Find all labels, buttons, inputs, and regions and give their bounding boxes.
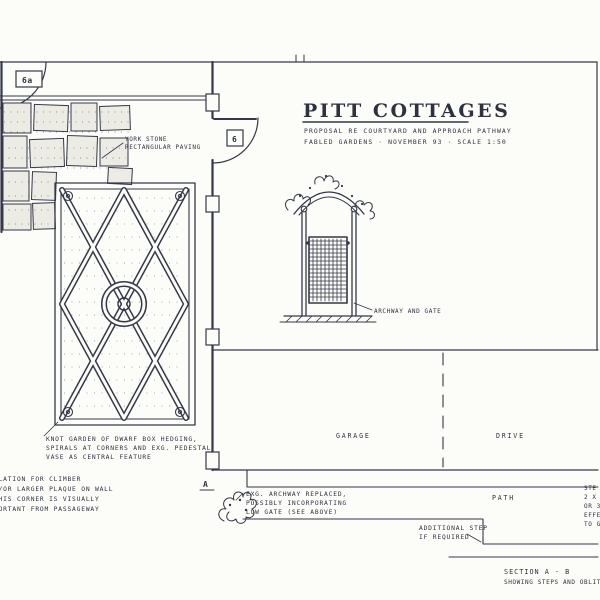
section-title-line2: SHOWING STEPS AND OBLITE	[504, 579, 600, 586]
section-marker-a: A	[203, 480, 208, 489]
sheet-subtitle-1: PROPOSAL RE COURTYARD AND APPROACH PATHW…	[304, 127, 512, 135]
knot-note-line1: KNOT GARDEN OF DWARF BOX HEDGING,	[46, 436, 198, 443]
climber-note-line4: PORTANT FROM PASSAGEWAY	[0, 506, 100, 513]
title-block: PITT COTTAGES PROPOSAL RE COURTYARD AND …	[302, 100, 512, 146]
door-6a-label: 6a	[22, 76, 33, 85]
knot-note-line2: SPIRALS AT CORNERS AND EXG. PEDESTAL	[46, 445, 211, 452]
york-stone-label: YORK STONE RECTANGULAR PAVING	[101, 136, 201, 159]
door-arc-6a: 6a	[0, 61, 47, 109]
step-note-line2: IF REQUIRED	[419, 534, 470, 541]
right-margin-notes: STE 2 X OR 3 EFFE TO G	[584, 485, 600, 528]
climber-note-line3: THIS CORNER IS VISUALLY	[0, 496, 100, 503]
additional-step-note: ADDITIONAL STEP IF REQUIRED	[419, 525, 488, 541]
section-cut-marker: A	[199, 480, 215, 491]
right-note-3: OR 3	[584, 503, 600, 510]
knot-garden-note: KNOT GARDEN OF DWARF BOX HEDGING, SPIRAL…	[43, 421, 211, 461]
archway-note-line1: EXG. ARCHWAY REPLACED,	[246, 491, 347, 498]
wall-pier	[205, 451, 220, 470]
archway-gate-label: ARCHWAY AND GATE	[374, 308, 441, 315]
sheet-subtitle-2: FABLED GARDENS · NOVEMBER 93 · SCALE 1:5…	[304, 138, 507, 146]
archway-note-line2: POSSIBLY INCORPORATING	[246, 500, 347, 507]
step-note-line1: ADDITIONAL STEP	[419, 525, 488, 532]
archway-note: EXG. ARCHWAY REPLACED, POSSIBLY INCORPOR…	[235, 491, 347, 516]
pedestal-vase	[117, 297, 131, 311]
arch-posts	[301, 211, 357, 317]
label-garage: GARAGE	[336, 432, 371, 440]
knot-garden-plan	[54, 182, 196, 426]
york-stone-label-line1: YORK STONE	[125, 136, 167, 143]
gate-hinge	[306, 241, 310, 245]
door-6-label: 6	[232, 135, 237, 144]
york-stone-label-line2: RECTANGULAR PAVING	[125, 144, 201, 151]
section-lines	[212, 349, 599, 558]
gate-hinge	[346, 241, 350, 245]
climber-note: ULATION FOR CLIMBER D/OR LARGER PLAQUE O…	[0, 476, 113, 513]
archway-elevation: ARCHWAY AND GATE	[279, 174, 441, 323]
knot-note-line3: VASE AS CENTRAL FEATURE	[46, 454, 152, 461]
label-drive: DRIVE	[496, 432, 525, 440]
wall-pier	[205, 195, 220, 213]
section-title-line1: SECTION A - B	[504, 568, 570, 576]
climber-note-line1: ULATION FOR CLIMBER	[0, 476, 81, 483]
gate-lattice	[306, 236, 350, 304]
right-note-4: EFFE	[584, 512, 600, 519]
boundary-wall	[0, 60, 220, 472]
stone-paving	[2, 102, 133, 231]
wall-pier	[205, 328, 220, 346]
right-note-2: 2 X	[584, 494, 597, 501]
section-title: SECTION A - B SHOWING STEPS AND OBLITE	[504, 568, 600, 586]
corner-spirals	[62, 190, 186, 418]
right-note-5: TO G	[584, 521, 600, 528]
shrub-scribble	[218, 491, 257, 524]
door-arc-6: 6	[212, 117, 259, 164]
sheet-border-lines	[0, 54, 598, 351]
right-note-1: STE	[584, 485, 597, 492]
sheet-title: PITT COTTAGES	[303, 100, 510, 122]
label-path: PATH	[492, 494, 515, 502]
foliage-scribble	[285, 174, 375, 220]
archway-note-line3: LOW GATE (SEE ABOVE)	[246, 509, 338, 516]
climber-note-line2: D/OR LARGER PLAQUE ON WALL	[0, 486, 113, 493]
wall-pier	[205, 93, 220, 112]
